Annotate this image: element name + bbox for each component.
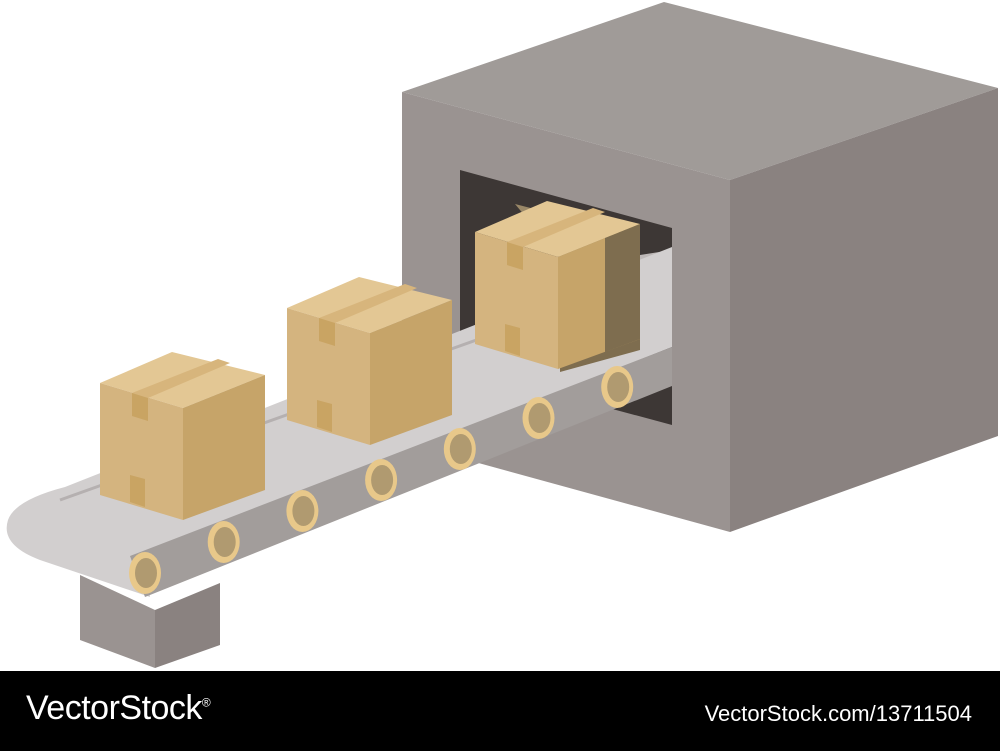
cardboard-box bbox=[100, 352, 265, 520]
roller bbox=[365, 459, 398, 501]
watermark-url: VectorStock.com/13711504 bbox=[704, 701, 972, 726]
box-tape-top bbox=[507, 208, 605, 247]
roller bbox=[601, 366, 634, 408]
conveyor-stand bbox=[80, 575, 220, 668]
roller-core bbox=[607, 372, 630, 402]
box-tape-top bbox=[319, 284, 417, 323]
cardboard-box bbox=[287, 277, 452, 445]
roller-core bbox=[213, 527, 236, 557]
roller-core bbox=[371, 465, 394, 495]
box-tape-bottom bbox=[505, 324, 520, 356]
watermark-bar: VectorStock® VectorStock.com/13711504 bbox=[0, 671, 1000, 751]
box-tape-bottom bbox=[130, 475, 145, 507]
brand-text: VectorStock bbox=[26, 689, 202, 727]
roller bbox=[522, 397, 555, 439]
box-side bbox=[183, 375, 265, 520]
roller bbox=[207, 521, 240, 563]
roller-core bbox=[528, 403, 551, 433]
box-tape-front bbox=[507, 242, 523, 270]
box-front bbox=[287, 308, 370, 445]
roller-core bbox=[292, 496, 315, 526]
roller bbox=[129, 552, 161, 594]
roller-core bbox=[135, 558, 157, 588]
cardboard-box bbox=[475, 201, 640, 372]
roller-core bbox=[449, 434, 472, 464]
box-tape-top bbox=[132, 359, 230, 398]
roller bbox=[286, 490, 319, 532]
machine-top bbox=[402, 2, 998, 180]
machine-side bbox=[730, 88, 998, 532]
box-tape-front bbox=[132, 393, 148, 421]
box-front bbox=[475, 232, 558, 369]
roller bbox=[443, 428, 476, 470]
vectorstock-logo: VectorStock® bbox=[26, 689, 211, 728]
stand-side bbox=[155, 583, 220, 668]
reg-mark: ® bbox=[201, 695, 211, 710]
box-side bbox=[370, 300, 452, 445]
stand-front bbox=[80, 575, 155, 668]
box-front bbox=[100, 383, 183, 520]
box-tape-bottom bbox=[317, 400, 332, 432]
box-side-shadow bbox=[605, 224, 640, 352]
conveyor-scene bbox=[6, 2, 998, 668]
box-tape-front bbox=[319, 318, 335, 346]
